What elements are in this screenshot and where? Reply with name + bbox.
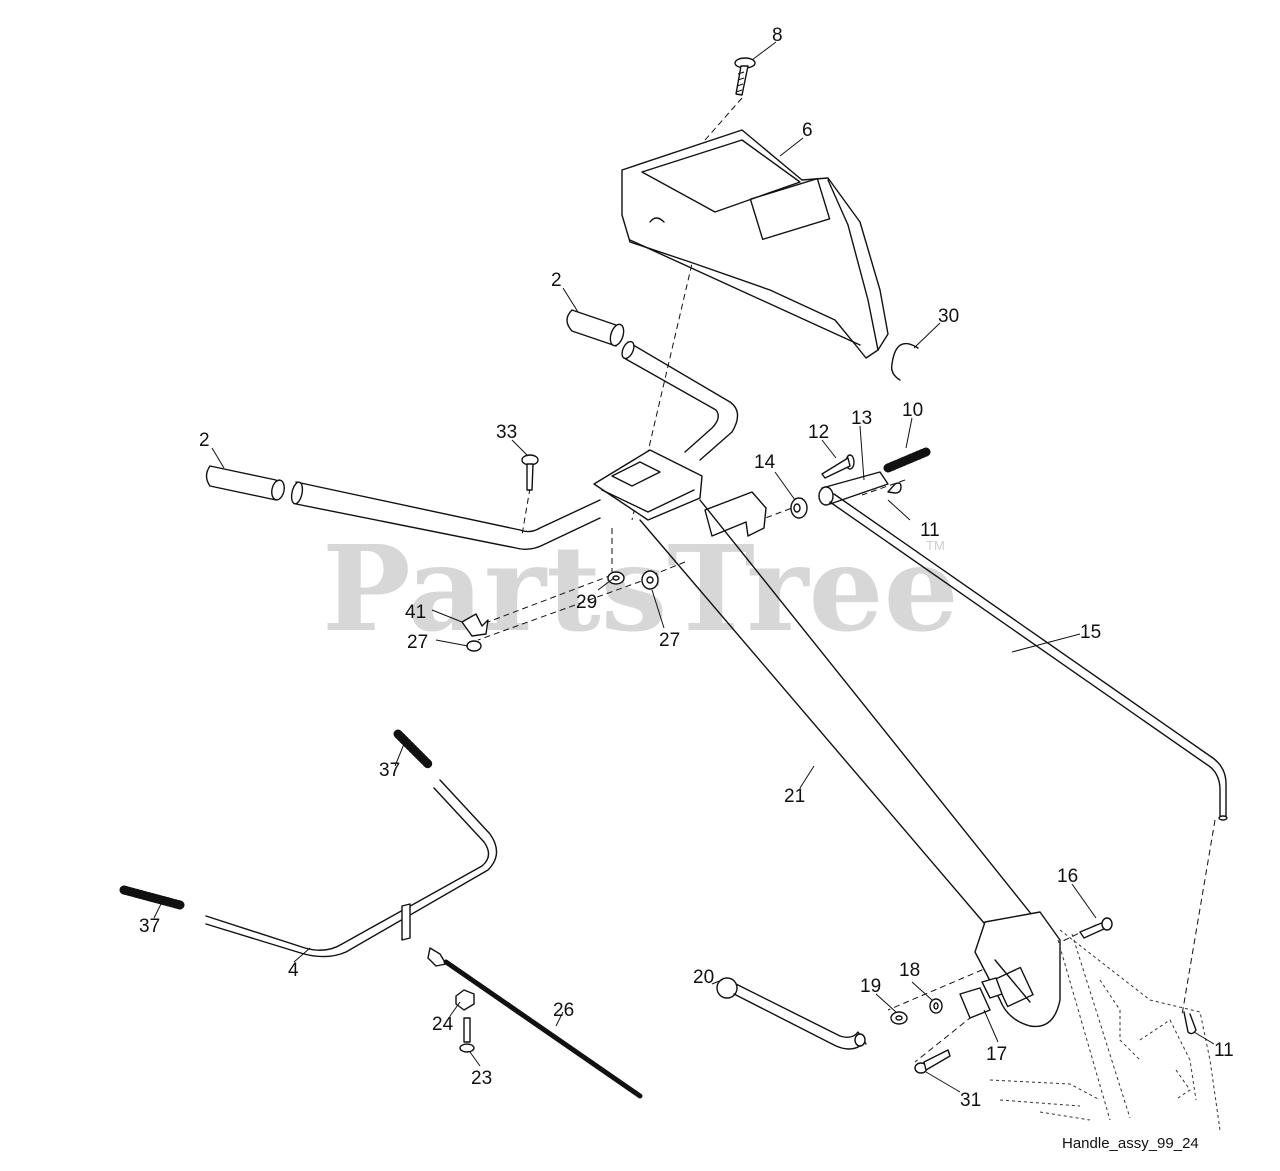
label-8: 8	[772, 25, 783, 46]
label-30: 30	[938, 306, 959, 327]
label-11-upper: 11	[920, 520, 940, 541]
diagram-caption: Handle_assy_99_24	[1062, 1135, 1199, 1152]
part-31-bolt[interactable]	[914, 1049, 951, 1074]
part-19-washer[interactable]	[890, 1011, 908, 1025]
label-2-lower: 2	[199, 430, 210, 451]
label-37-lower: 37	[139, 916, 160, 937]
part-11-hairpin-lower[interactable]	[1183, 1011, 1197, 1035]
part-11-hairpin-upper[interactable]	[887, 482, 902, 494]
part-12-bolt[interactable]	[821, 454, 855, 479]
part-27-nut-upper[interactable]	[641, 570, 659, 590]
part-16-bolt[interactable]	[1079, 917, 1113, 939]
part-20-lever[interactable]	[716, 977, 867, 1050]
part-33-bolt[interactable]	[521, 454, 539, 491]
label-10: 10	[902, 400, 923, 421]
part-8-bolt[interactable]	[734, 57, 756, 96]
part-4-clutch-bail[interactable]	[205, 779, 498, 958]
label-37-upper: 37	[379, 760, 400, 781]
label-27-upper: 27	[659, 630, 680, 651]
label-15: 15	[1080, 622, 1101, 643]
leader-lines	[153, 41, 1215, 1093]
part-24-nut[interactable]	[455, 989, 475, 1011]
part-10-knob-grip[interactable]	[883, 447, 931, 473]
label-6: 6	[802, 120, 813, 141]
part-37-grip-upper[interactable]	[393, 729, 433, 769]
label-21: 21	[784, 786, 805, 807]
label-19: 19	[860, 976, 881, 997]
watermark: PartsTree	[322, 519, 959, 658]
part-18-nut[interactable]	[929, 998, 943, 1014]
handlebar-tube[interactable]	[290, 340, 739, 551]
part-6-handle-cover[interactable]	[621, 129, 889, 359]
label-18: 18	[899, 960, 920, 981]
part-17-bracket[interactable]	[959, 977, 1003, 1019]
part-2-grip-lower[interactable]	[205, 465, 286, 501]
label-12: 12	[808, 422, 829, 443]
part-30-clip[interactable]	[890, 342, 919, 381]
label-16: 16	[1057, 866, 1078, 887]
label-31: 31	[960, 1090, 981, 1111]
label-4: 4	[288, 960, 299, 981]
label-33: 33	[496, 422, 517, 443]
label-26: 26	[553, 1000, 574, 1021]
label-27-lower: 27	[407, 632, 428, 653]
label-29: 29	[576, 592, 597, 613]
part-2-grip-upper[interactable]	[566, 309, 626, 347]
label-11-lower: 11	[1214, 1040, 1234, 1061]
part-41-bracket[interactable]	[461, 613, 489, 637]
part-37-grip-lower[interactable]	[119, 885, 185, 910]
part-27-nut-lower[interactable]	[466, 640, 482, 652]
part-26-cable[interactable]	[427, 947, 643, 1099]
part-23-bolt[interactable]	[459, 1017, 475, 1053]
part-15-shift-rod[interactable]	[829, 493, 1228, 821]
part-21-handle-tube[interactable]	[593, 449, 1061, 1028]
part-14-spacer[interactable]	[790, 497, 808, 519]
label-24: 24	[432, 1014, 454, 1035]
part-13-pivot[interactable]	[818, 471, 889, 506]
label-13: 13	[851, 408, 872, 429]
label-2-upper: 2	[551, 270, 562, 291]
label-20: 20	[693, 967, 714, 988]
label-41: 41	[405, 602, 426, 623]
label-23: 23	[471, 1068, 492, 1089]
part-labels: 8 6 2 30 2 33 12 13 10 14 11 29 27 41 27…	[139, 25, 1234, 1111]
label-14: 14	[754, 452, 776, 473]
part-29-nut[interactable]	[607, 571, 625, 585]
tiller-frame-outline	[989, 929, 1221, 1131]
label-17: 17	[986, 1044, 1007, 1065]
watermark-trademark: TM	[926, 538, 945, 553]
